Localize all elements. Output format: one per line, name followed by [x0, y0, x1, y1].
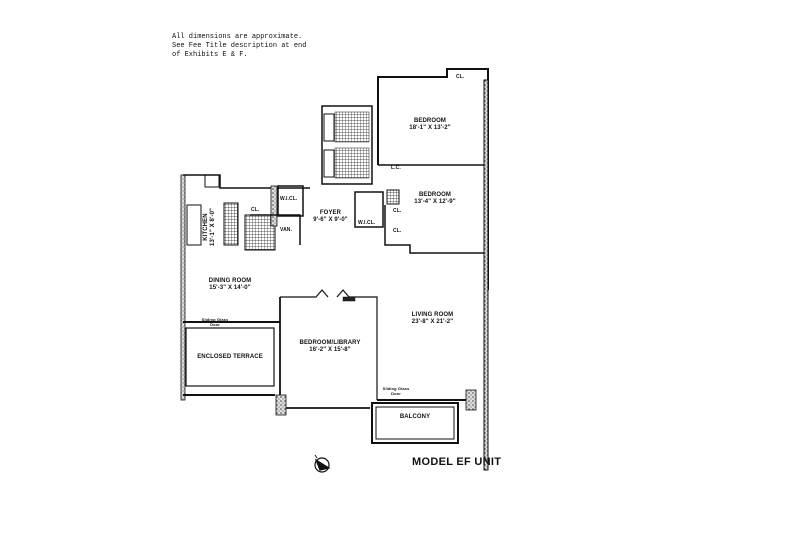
sliding-door-label: Sliding Glass Door [376, 386, 416, 396]
room-dims: 23'-8" X 21'-2" [411, 319, 454, 325]
room-name: ENCLOSED TERRACE [197, 354, 263, 360]
room-name: BEDROOM [418, 192, 452, 198]
door-text: Door [210, 322, 220, 327]
room-dims: 15'-3" X 14'-0" [209, 285, 251, 291]
room-name: KITCHEN [203, 213, 209, 241]
linen-closet-label: L.C. [391, 165, 401, 171]
room-label-living: LIVING ROOM 23'-8" X 21'-2" [400, 312, 465, 326]
closet-label: CL. [393, 228, 402, 234]
sliding-door-label: Sliding Glass Door [195, 317, 235, 327]
room-label-dining: DINING ROOM 15'-3" X 14'-0" [200, 278, 260, 292]
room-label-library: BEDROOM/LIBRARY 16'-2" X 15'-8" [295, 340, 365, 354]
room-label-balcony: BALCONY [380, 414, 450, 421]
room-dims: 16'-2" X 15'-8" [309, 347, 351, 353]
room-name: BEDROOM [413, 118, 447, 124]
room-label-bedroom-2: BEDROOM 13'-4" X 12'-9" [405, 192, 465, 206]
room-name: BEDROOM/LIBRARY [299, 340, 361, 346]
room-dims: 18'-1" X 13'-2" [409, 125, 451, 131]
note-line-1: All dimensions are approximate. [172, 33, 303, 41]
walk-in-closet-label: W.I.CL. [358, 220, 376, 226]
room-name: BALCONY [399, 414, 431, 420]
room-dims: 13'-4" X 12'-9" [414, 199, 456, 205]
room-label-foyer: FOYER 9'-6" X 9'-0" [303, 210, 358, 224]
room-label-terrace: ENCLOSED TERRACE [188, 354, 272, 361]
closet-label: CL. [251, 207, 260, 213]
note-line-2: See Fee Title description at end [172, 42, 307, 50]
walk-in-closet-label: W.I.CL. [280, 196, 298, 202]
door-text: Sliding Glass [201, 317, 229, 322]
room-label-kitchen: KITCHEN 13'-1" X 8'-0" [203, 197, 217, 257]
room-name: FOYER [319, 210, 342, 216]
vanity-label: VAN. [280, 227, 292, 233]
door-text: Door [391, 391, 401, 396]
closet-label: CL. [393, 208, 402, 214]
room-name: LIVING ROOM [411, 312, 454, 318]
model-title: MODEL EF UNIT [412, 456, 502, 468]
room-name: DINING ROOM [208, 278, 252, 284]
door-text: Sliding Glass [382, 386, 410, 391]
room-dims: 13'-1" X 8'-0" [210, 208, 216, 246]
note-line-3: of Exhibits E & F. [172, 51, 248, 59]
room-label-bedroom-1: BEDROOM 18'-1" X 13'-2" [400, 118, 460, 132]
room-dims: 9'-6" X 9'-0" [313, 217, 348, 223]
north-arrow-icon [314, 454, 331, 473]
disclaimer-note: All dimensions are approximate. See Fee … [172, 33, 306, 60]
closet-label: CL. [456, 74, 465, 80]
